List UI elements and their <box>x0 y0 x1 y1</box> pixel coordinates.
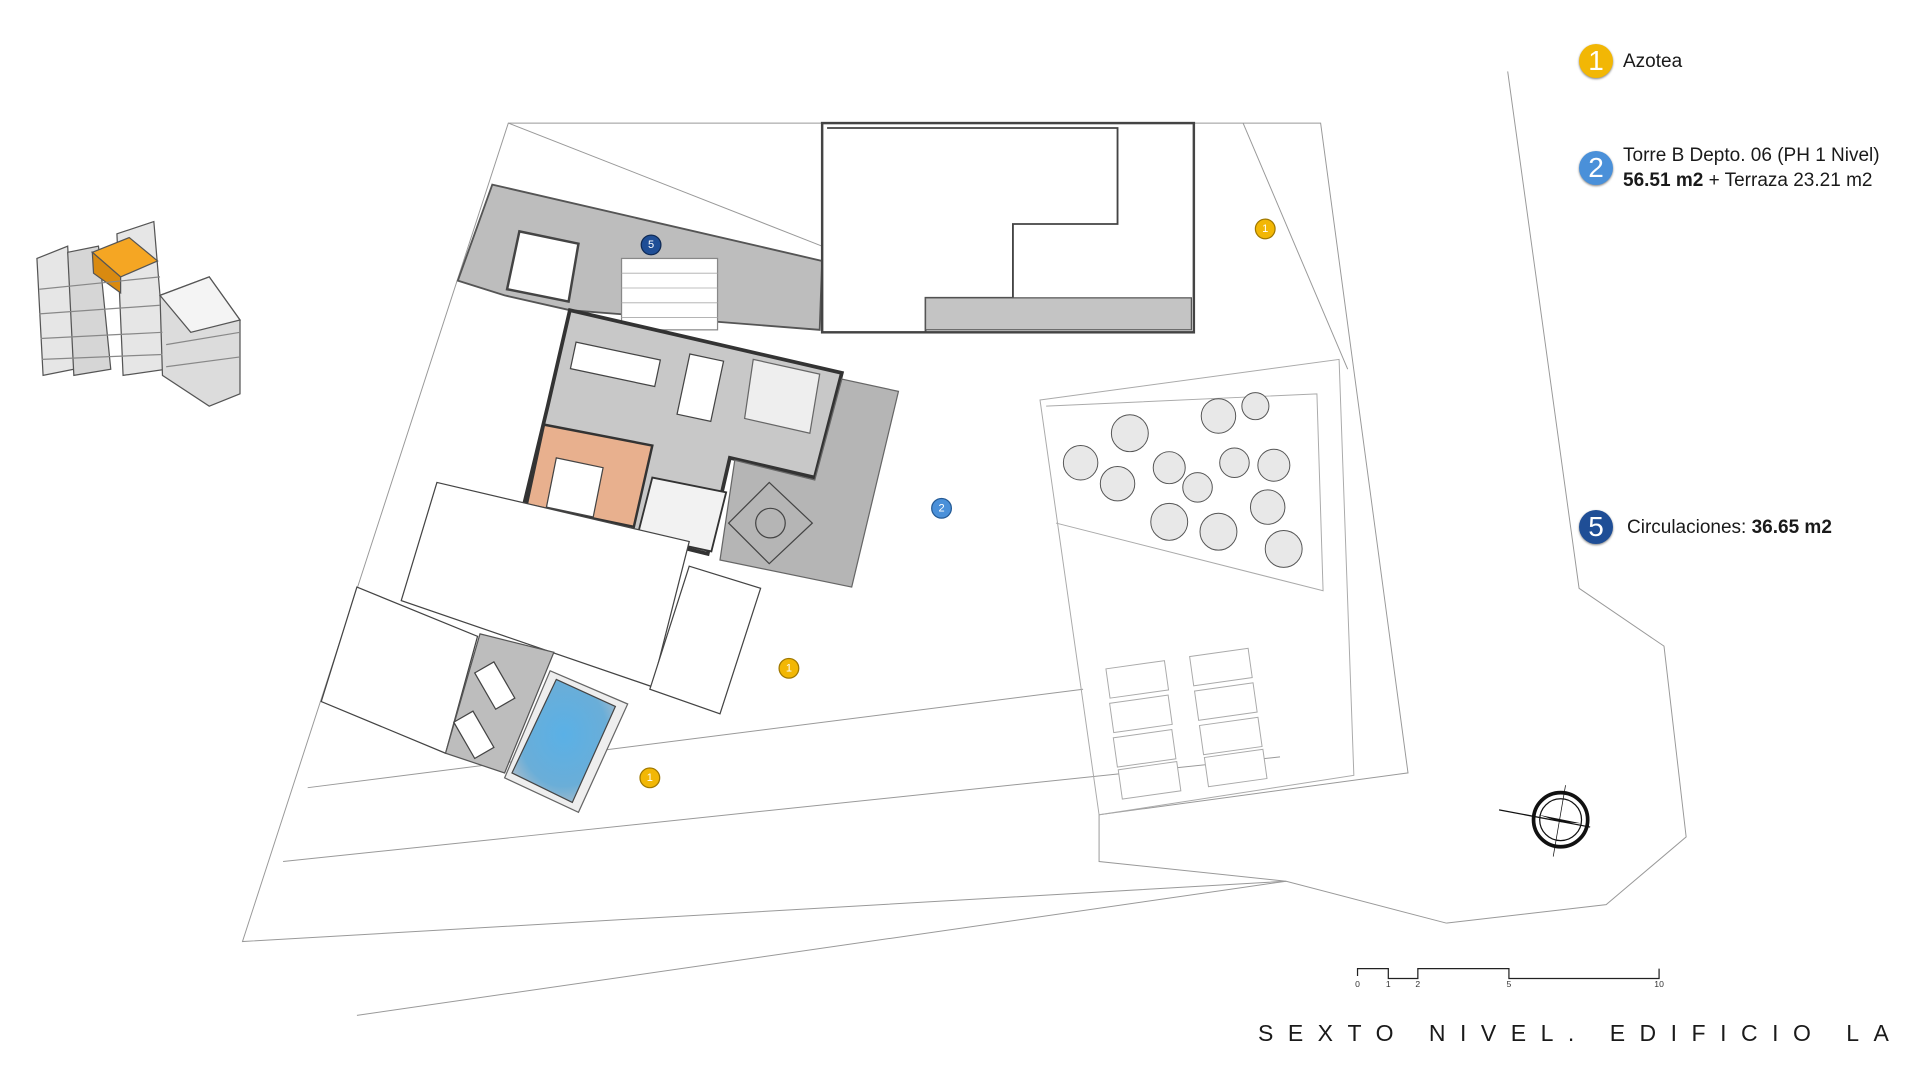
marker-azotea: 1 <box>778 657 800 679</box>
legend-area: 36.65 m2 <box>1751 516 1832 538</box>
legend-area: 56.51 m2 <box>1623 170 1704 191</box>
svg-text:1: 1 <box>786 662 792 674</box>
garden <box>1039 358 1355 816</box>
scale-tick: 0 <box>1355 979 1360 989</box>
pool <box>511 678 617 804</box>
legend-item-depto: 2 Torre B Depto. 06 (PH 1 Nivel) 56.51 m… <box>1579 143 1880 193</box>
svg-text:1: 1 <box>1262 223 1268 235</box>
scale-tick: 2 <box>1415 979 1420 989</box>
legend-item-circulaciones: 5 Circulaciones: 36.65 m2 <box>1579 510 1832 544</box>
marker-azotea: 1 <box>639 767 661 789</box>
legend-badge: 5 <box>1579 510 1613 544</box>
svg-text:2: 2 <box>938 502 944 514</box>
marker-circulaciones: 5 <box>640 234 662 256</box>
legend-item-azotea: 1 Azotea <box>1579 44 1682 78</box>
scale-bar <box>1356 968 1660 980</box>
building-key-icon <box>36 220 242 407</box>
marker-azotea: 1 <box>1254 218 1276 240</box>
parking <box>1105 647 1268 800</box>
svg-text:5: 5 <box>648 239 654 251</box>
legend-badge: 1 <box>1579 44 1613 78</box>
legend-extra: + Terraza 23.21 m2 <box>1708 170 1873 191</box>
scale-tick: 10 <box>1654 979 1664 989</box>
svg-text:1: 1 <box>647 772 653 784</box>
scale-tick: 1 <box>1386 979 1391 989</box>
plan-title: SEXTO NIVEL. EDIFICIO LA PAZ <box>1258 1020 1920 1046</box>
trees <box>1062 392 1303 568</box>
site-outline <box>241 71 1687 1016</box>
legend-badge: 2 <box>1579 151 1613 185</box>
legend-label: Circulaciones: <box>1627 516 1747 538</box>
north-arrow-icon <box>1498 785 1591 857</box>
terrace <box>719 378 900 588</box>
marker-depto: 2 <box>931 497 952 519</box>
legend-label: Torre B Depto. 06 (PH 1 Nivel) <box>1623 145 1880 166</box>
scale-tick: 5 <box>1507 979 1512 989</box>
legend-label: Azotea <box>1623 50 1683 72</box>
